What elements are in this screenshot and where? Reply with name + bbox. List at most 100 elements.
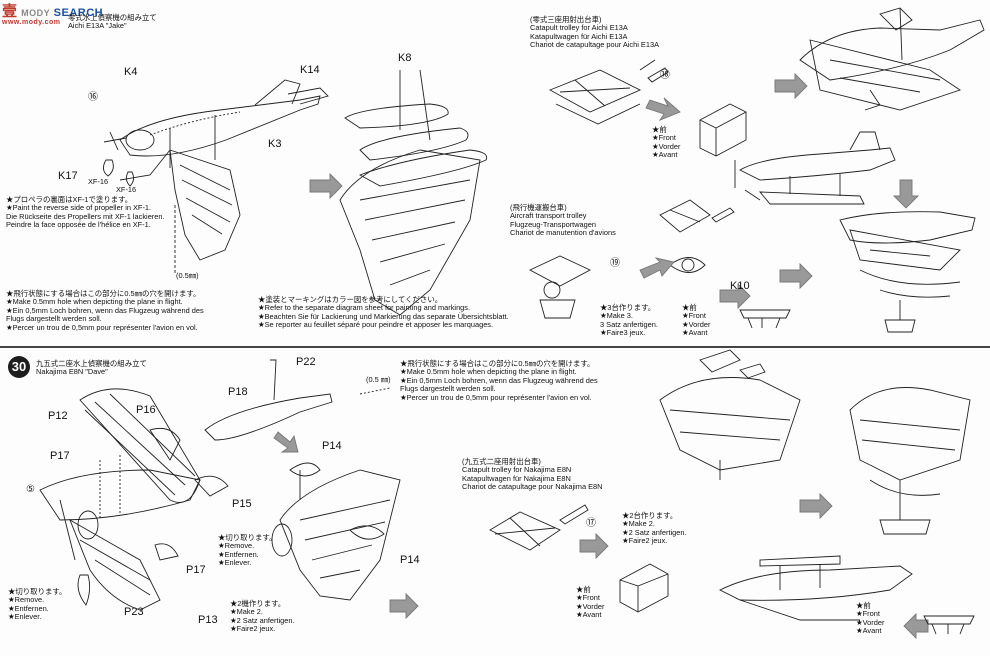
decal-mark-17: ⑰ — [586, 518, 596, 529]
make3-note-line: ★Make 3. — [600, 311, 633, 321]
front-note-line: ★Avant — [652, 150, 678, 160]
remove-note-line: ★Enlever. — [8, 612, 42, 622]
remove-note-line: ★Remove. — [218, 541, 255, 551]
dave-exploded-drawing — [39, 388, 229, 611]
jake-lower-right-drawing — [839, 211, 976, 333]
propeller-note-line: ★プロペラの裏面はXF-1で塗ります。 — [6, 195, 133, 204]
front-note-line: ★Avant — [856, 626, 882, 636]
paint-code-xf16b: XF-16 — [116, 185, 137, 194]
front-note-line: ★Vorder — [576, 601, 605, 611]
dave-upper-wing-drawing — [271, 462, 401, 601]
catapult-note-29: (零式三座用射出台車) Catapult trolley for Aichi E… — [530, 15, 659, 50]
remove-note-line: ★Entfernen. — [218, 549, 259, 559]
front-note-line: ★前 — [652, 125, 667, 134]
propeller-note-line: Die Rückseite des Propellers mit XF-1 la… — [6, 211, 165, 221]
front-note-line: ★Front — [576, 593, 600, 603]
remove-note-line: ★Entfernen. — [8, 603, 49, 613]
flight-note-line: Flugs dargestellt werden soll. — [6, 314, 102, 324]
dave-catapult-drawing — [489, 504, 589, 551]
make2-note-line: ★Faire2 jeux. — [622, 536, 668, 546]
part-label-p14b: P14 — [400, 554, 420, 566]
part-label-p18: P18 — [228, 386, 248, 398]
front-note-line: ★Avant — [576, 610, 602, 620]
transport-note-line: Flugzeug-Transportwagen — [510, 219, 596, 229]
catapult-note-line: (九五式二座用射出台車) — [462, 457, 541, 466]
paint-note-line: ★塗装とマーキングはカラー図を参考にしてください。 — [258, 295, 443, 304]
remove-note-line: ★切り取ります。 — [8, 587, 67, 596]
paint-note: ★塗装とマーキングはカラー図を参考にしてください。 ★Refer to the … — [258, 295, 509, 330]
jake-exploded-drawing — [103, 79, 329, 275]
front-note-30a: ★前 ★Front ★Vorder ★Avant — [576, 585, 605, 620]
paint-note-line: ★Beachten Sie für Lackierung und Markier… — [258, 311, 509, 321]
front-note-30b: ★前 ★Front ★Vorder ★Avant — [856, 601, 885, 636]
make3-note-line: ★3台作ります。 — [600, 303, 656, 312]
propeller-note: ★プロペラの裏面はXF-1で塗ります。 ★Paint the reverse s… — [6, 195, 165, 230]
part-label-p16: P16 — [136, 404, 156, 416]
step30-title-en: Nakajima E8N "Dave" — [36, 367, 108, 377]
front-note-line: ★Front — [682, 311, 706, 321]
step29-title-jp: 零式水上偵察機の組み立て — [68, 13, 157, 22]
flight-note-line: Flugs dargestellt werden soll. — [400, 384, 496, 394]
catapult-note-line: Katapultwagen für Aichi E13A — [530, 31, 628, 41]
remove-note-line: ★Enlever. — [218, 558, 252, 568]
flight-note-line: ★Make 0.5mm hole when depicting the plan… — [6, 297, 183, 307]
decal-mark-5: ⑤ — [26, 484, 35, 495]
arrow-step29-a — [309, 172, 343, 200]
propeller-note-line: ★Paint the reverse side of propeller in … — [6, 203, 152, 213]
front-note-29a: ★前 ★Front ★Vorder ★Avant — [652, 125, 680, 160]
hole-size-29: (0.5㎜) — [176, 271, 199, 280]
catapult-note-line: Catapult trolley for Nakajima E8N — [462, 465, 572, 475]
watermark-brand-prefix: MODY — [21, 8, 51, 18]
catapult-note-line: Catapult trolley for Aichi E13A — [530, 23, 628, 33]
front-note-line: ★Front — [652, 133, 676, 143]
part-label-p13: P13 — [198, 614, 218, 626]
make2-note-line: ★2 Satz anfertigen. — [622, 527, 687, 537]
make3-note-line: ★Faire3 jeux. — [600, 328, 646, 338]
make2-note-b: ★2台作ります。 ★Make 2. ★2 Satz anfertigen. ★F… — [622, 511, 687, 546]
step-number-30: 30 — [8, 356, 30, 378]
step30-title-jp: 九五式二座水上偵察機の組み立て — [36, 359, 147, 368]
part-label-k8: K8 — [398, 52, 412, 64]
step29-title-en: Aichi E13A "Jake" — [68, 21, 127, 31]
propeller-note-line: Peindre la face opposée de l'hélice en X… — [6, 220, 151, 230]
flight-note-line: ★飛行状態にする場合はこの部分に0.5㎜の穴を開けます。 — [6, 289, 201, 298]
section-divider — [0, 346, 990, 348]
flight-note-line: ★Ein 0,5mm Loch bohren, wenn das Flugzeu… — [400, 375, 598, 385]
make2-note-line: ★2台作ります。 — [622, 511, 678, 520]
remove-note-a: ★切り取ります。 ★Remove. ★Entfernen. ★Enlever. — [218, 533, 276, 568]
part-label-k3: K3 — [268, 138, 282, 150]
jake-upper-right-drawing — [799, 7, 985, 111]
transport-note-line: Aircraft transport trolley — [510, 211, 587, 221]
make3-note: ★3台作ります。 ★Make 3. 3 Satz anfertigen. ★Fa… — [600, 303, 658, 338]
part-label-p14a: P14 — [322, 440, 342, 452]
front-note-line: ★Avant — [682, 328, 708, 338]
watermark-logo: 壹 MODY SEARCH www.mody.com — [2, 0, 103, 26]
remove-note-line: ★Remove. — [8, 595, 45, 605]
step29-title: 零式水上偵察機の組み立て Aichi E13A "Jake" — [68, 13, 157, 31]
part-label-p22: P22 — [296, 356, 316, 368]
make2-note-line: ★Make 2. — [622, 519, 655, 529]
transport-note-line: Chariot de manutention d'avions — [510, 228, 616, 238]
transport-note: (飛行機運搬台車) Aircraft transport trolley Flu… — [510, 203, 616, 238]
make2-note-a: ★2機作ります。 ★Make 2. ★2 Satz anfertigen. ★F… — [230, 599, 295, 634]
watermark-chars: 壹 — [2, 3, 18, 20]
flight-note-line: ★Make 0.5mm hole when depicting the plan… — [400, 367, 577, 377]
flight-note-line: ★飛行状態にする場合はこの部分に0.5㎜の穴を開けます。 — [400, 359, 595, 368]
flight-note-line: ★Percer un trou de 0,5mm pour représente… — [400, 392, 592, 402]
part-label-k4: K4 — [124, 66, 138, 78]
paint-note-line: ★Se reporter au feuillet séparé pour pei… — [258, 320, 494, 330]
dave-lower-right-biplane — [849, 387, 971, 535]
jake-catapult-drawing — [548, 59, 669, 125]
front-note-line: ★前 — [682, 303, 697, 312]
dave-fuselage-drawing — [204, 359, 391, 441]
flight-note-line: ★Percer un trou de 0,5mm pour représente… — [6, 322, 198, 332]
part-label-p17a: P17 — [50, 450, 70, 462]
catapult-note-30: (九五式二座用射出台車) Catapult trolley for Nakaji… — [462, 457, 603, 492]
front-note-line: ★前 — [576, 585, 591, 594]
jake-floats-drawing — [339, 69, 488, 316]
make3-note-line: 3 Satz anfertigen. — [600, 319, 658, 329]
catapult-note-line: (零式三座用射出台車) — [530, 15, 602, 24]
front-note-line: ★Vorder — [856, 617, 885, 627]
hole-size-30: (0.5 ㎜) — [366, 375, 391, 384]
